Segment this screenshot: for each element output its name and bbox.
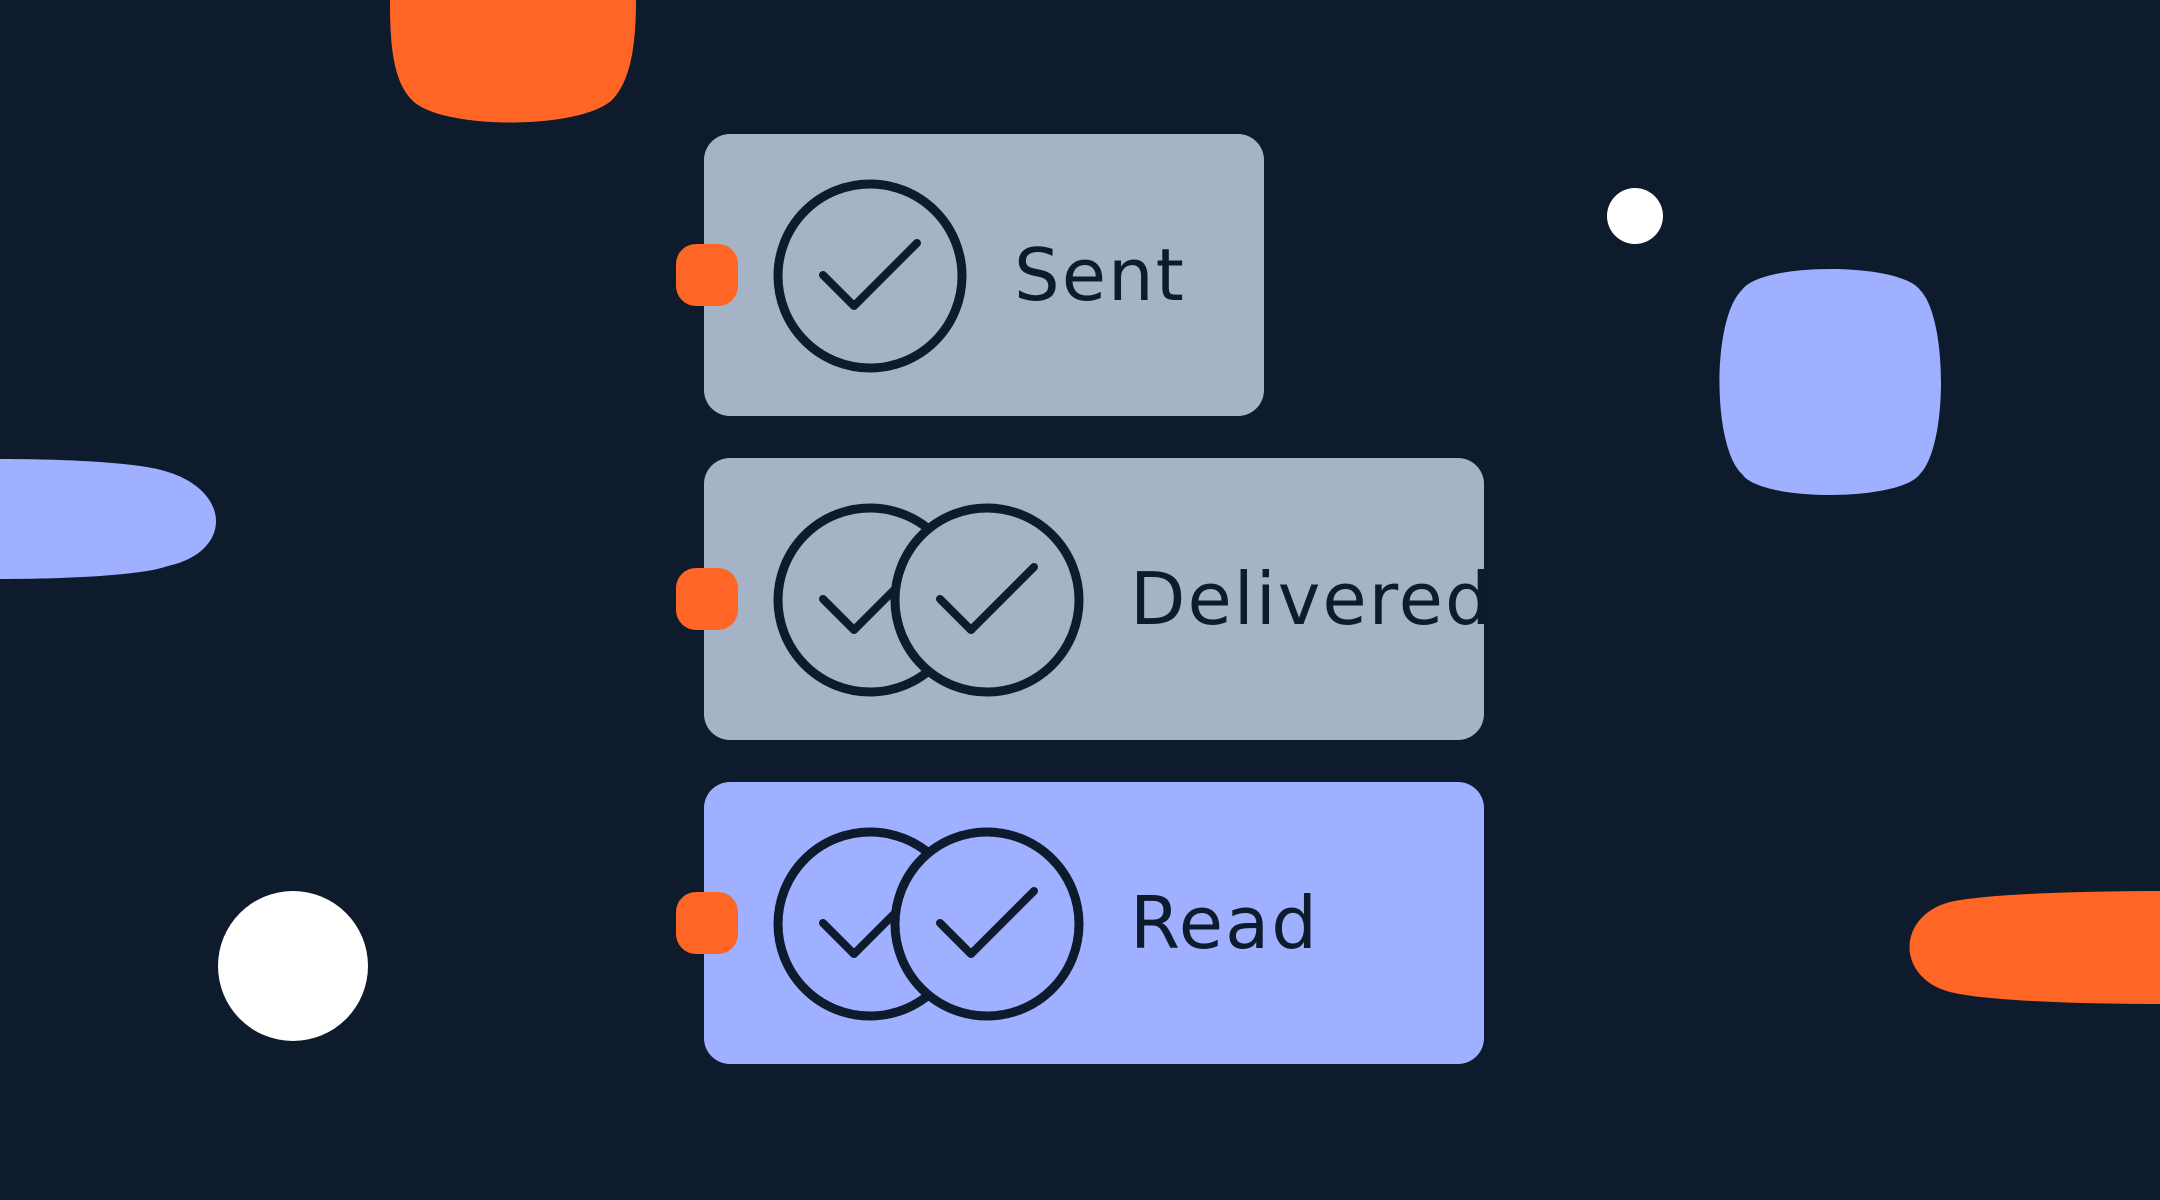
status-label-read: Read bbox=[1130, 881, 1319, 965]
white-dot-large bbox=[218, 891, 368, 1041]
double-check-circle-icon bbox=[773, 503, 1084, 697]
status-label-delivered: Delivered bbox=[1130, 557, 1493, 641]
double-check-circle-icon bbox=[773, 827, 1084, 1021]
status-card-read: Read bbox=[676, 782, 1484, 1064]
status-card-delivered: Delivered bbox=[676, 458, 1491, 740]
status-label-sent: Sent bbox=[1014, 233, 1186, 317]
blue-blob-right-shape bbox=[1719, 269, 1941, 495]
status-card-sent: Sent bbox=[676, 134, 1264, 416]
orange-blob-top-shape bbox=[390, 0, 636, 123]
card-handle bbox=[676, 568, 738, 630]
white-dot-small bbox=[1607, 188, 1663, 244]
card-handle bbox=[676, 244, 738, 306]
card-handle bbox=[676, 892, 738, 954]
orange-blob-right-shape bbox=[1909, 891, 2160, 1004]
single-check-circle-icon bbox=[773, 179, 967, 373]
blue-blob-left-shape bbox=[0, 459, 216, 579]
